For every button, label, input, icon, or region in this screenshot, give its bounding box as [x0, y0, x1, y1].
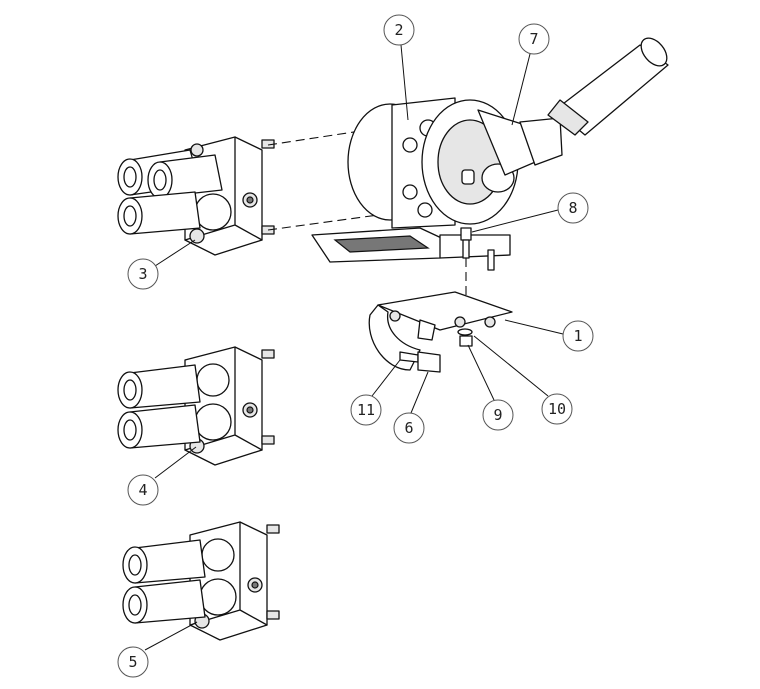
callout-1: 1 [562, 320, 594, 352]
leader-lines [144, 44, 564, 651]
callout-2: 2 [383, 14, 415, 46]
callout-11: 11 [350, 394, 382, 426]
callout-5: 5 [117, 646, 149, 678]
connector-block-2-cylinder-b [122, 521, 280, 641]
svg-text:1: 1 [573, 327, 582, 345]
svg-text:6: 6 [404, 419, 413, 437]
callout-9: 9 [482, 399, 514, 431]
svg-text:11: 11 [357, 401, 375, 419]
callout-10: 10 [541, 393, 573, 425]
svg-text:4: 4 [138, 481, 147, 499]
callout-7: 7 [518, 23, 550, 55]
callout-3: 3 [127, 258, 159, 290]
svg-text:9: 9 [493, 406, 502, 424]
svg-text:10: 10 [548, 400, 566, 418]
connector-block-3-cylinder [117, 136, 275, 256]
handle [547, 37, 669, 136]
callout-8: 8 [557, 192, 589, 224]
main-housing [311, 97, 563, 263]
callout-4: 4 [127, 474, 159, 506]
svg-text:2: 2 [394, 21, 403, 39]
svg-text:5: 5 [128, 653, 137, 671]
svg-text:3: 3 [138, 265, 147, 283]
callout-6: 6 [393, 412, 425, 444]
svg-text:7: 7 [529, 30, 538, 48]
mounting-bracket [368, 291, 513, 373]
svg-text:8: 8 [568, 199, 577, 217]
screw-8 [460, 227, 495, 271]
